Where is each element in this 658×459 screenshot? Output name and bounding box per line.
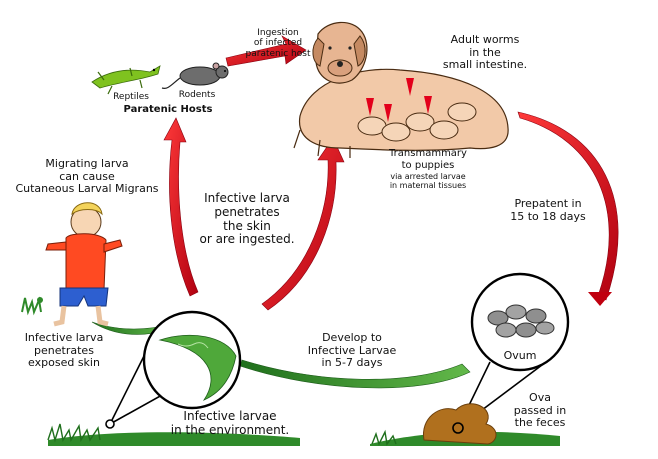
dog-icon (293, 21, 509, 158)
label-ingestion: Ingestion of infected paratenic host (245, 28, 311, 59)
label-transmammary-sub: via arrested larvae in maternal tissues (389, 172, 467, 191)
label-rodents: Rodents (178, 90, 216, 100)
label-prepatent: Prepatent in 15 to 18 days (510, 197, 586, 223)
label-migrating-larva: Migrating larva can cause Cutaneous Larv… (15, 157, 159, 196)
ova-icon (487, 304, 555, 338)
larva-arrow-develop (239, 359, 471, 389)
label-ovum: Ovum (503, 349, 537, 362)
ovum-magnifier (423, 272, 570, 445)
rodent-icon (161, 62, 229, 89)
arrow-ingestion (225, 35, 307, 67)
arrow-larva-to-paratenic (163, 117, 199, 297)
label-transmammary: Transmammary to puppies (389, 148, 467, 171)
arrow-prepatent-head (588, 292, 612, 306)
label-larvae-environment: Infective larvae in the environment. (170, 409, 290, 437)
lizard-icon (91, 65, 161, 95)
label-reptiles: Reptiles (113, 92, 149, 102)
label-penetrates-exposed: Infective larva penetrates exposed skin (24, 331, 104, 370)
child-icon (45, 202, 123, 327)
larva-icon (158, 334, 237, 401)
label-adult-worms: Adult worms in the small intestine. (442, 33, 528, 72)
label-infective-larva-skin: Infective larva penetrates the skin or a… (199, 191, 295, 247)
label-paratenic-hosts: Paratenic Hosts (123, 104, 213, 115)
label-develop: Develop to Infective Larvae in 5-7 days (307, 331, 397, 370)
label-ova-passed: Ova passed in the feces (513, 391, 567, 430)
larvae-magnifier (105, 310, 242, 429)
arrow-larva-to-dog (261, 137, 345, 311)
